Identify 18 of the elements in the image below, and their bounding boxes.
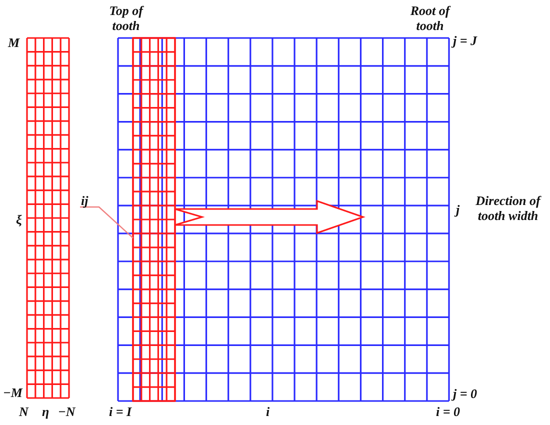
annotation: Direction of tooth width bbox=[474, 193, 542, 223]
axis-label: j bbox=[456, 202, 460, 217]
axis-label: −M bbox=[3, 385, 22, 400]
axis-label: −N bbox=[58, 404, 76, 419]
axis-label: i = 0 bbox=[436, 404, 460, 419]
leader-line bbox=[80, 206, 134, 238]
refined-mesh-strip bbox=[132, 37, 176, 402]
axis-label: i = I bbox=[109, 404, 132, 419]
axis-label: N bbox=[19, 404, 28, 419]
annotation: Root of tooth bbox=[409, 3, 452, 33]
axis-label: η bbox=[42, 404, 50, 419]
annotation: Top of tooth bbox=[108, 3, 145, 33]
axis-label: j = J bbox=[453, 33, 478, 48]
axis-label: M bbox=[8, 35, 20, 50]
axis-label: i bbox=[266, 404, 270, 419]
node-label: ij bbox=[81, 193, 99, 207]
axis-label: ξ bbox=[16, 212, 22, 227]
axis-label: j = 0 bbox=[453, 386, 478, 401]
